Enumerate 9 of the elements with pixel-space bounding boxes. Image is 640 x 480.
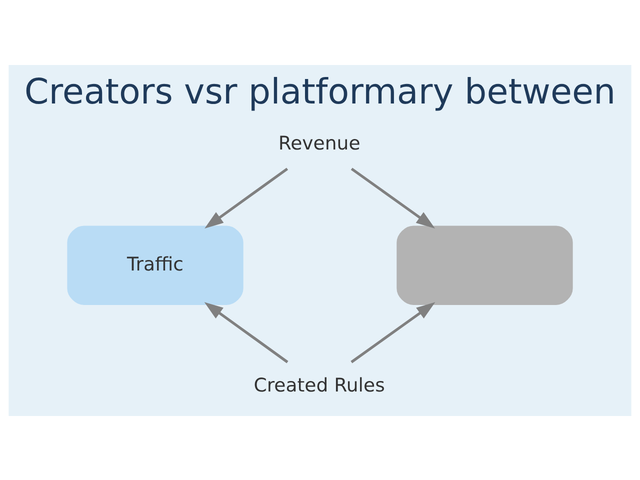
arrow [350, 302, 436, 363]
node-box [396, 225, 573, 305]
node-box: Traffic [67, 225, 244, 305]
arrow [204, 302, 288, 363]
arrow [350, 167, 435, 228]
diagram-title: Creators vsr platformary between [24, 72, 616, 112]
node-text: Created Rules [254, 374, 385, 396]
arrow [204, 167, 288, 228]
node-text: Revenue [278, 132, 360, 154]
